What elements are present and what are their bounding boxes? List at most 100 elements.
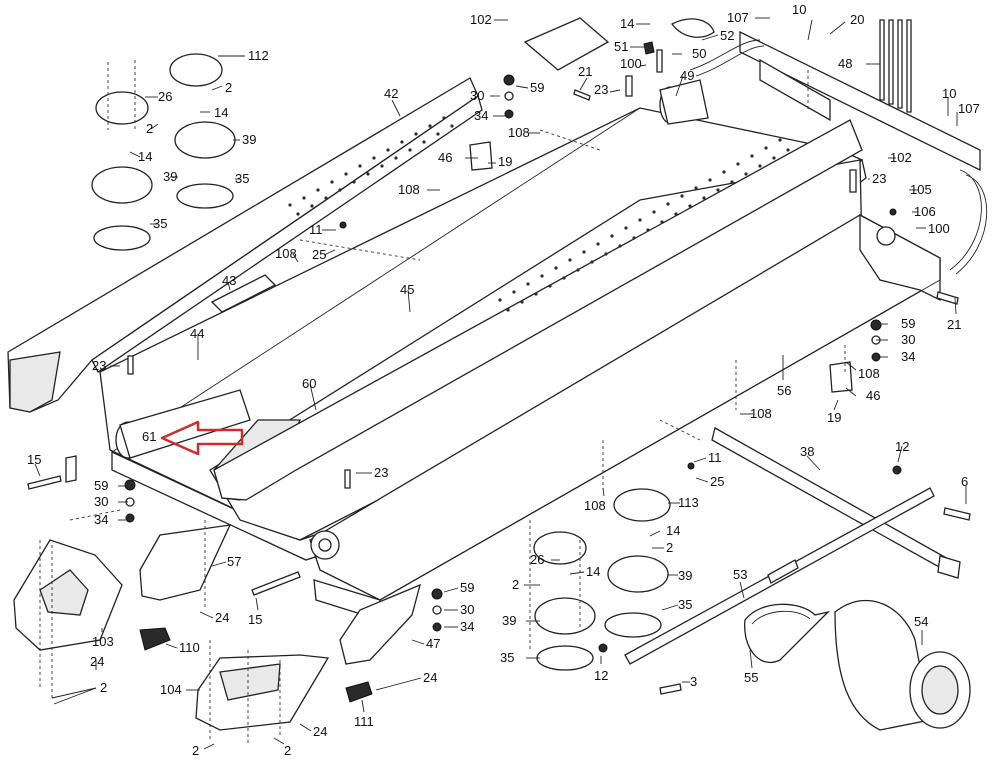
upright-base-bracket-48	[689, 19, 987, 275]
levelers	[91, 53, 671, 671]
part-label-23: 23	[92, 358, 106, 373]
part-label-19: 19	[498, 154, 512, 169]
part-label-55: 55	[744, 670, 758, 685]
part-label-14: 14	[138, 149, 152, 164]
motor-assembly	[624, 487, 971, 731]
part-label-30: 30	[470, 88, 484, 103]
part-label-35: 35	[235, 171, 249, 186]
rail-tread-holes-left	[288, 116, 454, 216]
part-label-2: 2	[146, 121, 153, 136]
part-label-54: 54	[914, 614, 928, 629]
part-label-47: 47	[426, 636, 440, 651]
part-label-108: 108	[508, 125, 530, 140]
part-label-106: 106	[914, 204, 936, 219]
part-label-53: 53	[733, 567, 747, 582]
right-side-rail	[213, 119, 863, 501]
rail-tread-holes-right	[498, 138, 790, 312]
part-label-61: 61	[142, 429, 156, 444]
part-label-2: 2	[100, 680, 107, 695]
leader-lines	[34, 17, 967, 750]
rollers	[115, 79, 709, 459]
part-label-30: 30	[94, 494, 108, 509]
part-label-2: 2	[225, 80, 232, 95]
part-label-35: 35	[500, 650, 514, 665]
foot-cover-47	[339, 583, 421, 665]
part-label-23: 23	[872, 171, 886, 186]
misc-fasteners	[27, 18, 971, 703]
rear-foot-103	[13, 539, 123, 651]
part-label-103: 103	[92, 634, 114, 649]
part-label-2: 2	[512, 577, 519, 592]
part-label-48: 48	[838, 56, 852, 71]
part-label-11: 11	[708, 450, 722, 465]
part-label-24: 24	[90, 654, 104, 669]
part-label-113: 113	[678, 495, 699, 510]
part-label-59: 59	[901, 316, 915, 331]
frame-56	[309, 213, 941, 621]
part-label-107: 107	[958, 101, 980, 116]
part-label-2: 2	[666, 540, 673, 555]
part-label-2: 2	[284, 743, 291, 758]
part-label-14: 14	[620, 16, 634, 31]
part-label-30: 30	[460, 602, 474, 617]
assembly-guides	[39, 60, 846, 745]
part-label-30: 30	[901, 332, 915, 347]
part-label-15: 15	[27, 452, 41, 467]
part-labels: 102 14 107 10 20 112 52 51 50 2 26 14 21…	[27, 2, 980, 758]
part-label-20: 20	[850, 12, 864, 27]
part-label-34: 34	[901, 349, 915, 364]
part-label-60: 60	[302, 376, 316, 391]
part-label-43: 43	[222, 273, 236, 288]
part-label-10: 10	[942, 86, 956, 101]
part-label-23: 23	[594, 82, 608, 97]
part-label-39: 39	[242, 132, 256, 147]
part-label-21: 21	[947, 317, 961, 332]
part-label-12: 12	[594, 668, 608, 683]
part-label-38: 38	[800, 444, 814, 459]
part-label-102: 102	[890, 150, 912, 165]
part-label-108: 108	[275, 246, 297, 261]
rear-foot-104	[195, 654, 330, 731]
part-label-39: 39	[502, 613, 516, 628]
part-label-49: 49	[680, 68, 694, 83]
part-label-24: 24	[215, 610, 229, 625]
part-label-42: 42	[384, 86, 398, 101]
part-label-46: 46	[438, 150, 452, 165]
part-label-57: 57	[227, 554, 241, 569]
part-label-10: 10	[792, 2, 806, 17]
part-label-24: 24	[423, 670, 437, 685]
part-label-21: 21	[578, 64, 592, 79]
part-label-35: 35	[678, 597, 692, 612]
part-label-39: 39	[678, 568, 692, 583]
part-label-39: 39	[163, 169, 177, 184]
left-side-rail-42	[7, 77, 483, 413]
part-label-110: 110	[179, 640, 200, 655]
part-label-105: 105	[910, 182, 932, 197]
part-label-46: 46	[866, 388, 880, 403]
part-label-104: 104	[160, 682, 182, 697]
part-label-24: 24	[313, 724, 327, 739]
part-label-26: 26	[530, 552, 544, 567]
part-label-108: 108	[750, 406, 772, 421]
part-label-52: 52	[720, 28, 734, 43]
top-plate-102	[523, 17, 610, 71]
part-label-35: 35	[153, 216, 167, 231]
part-label-12: 12	[895, 439, 909, 454]
part-label-2: 2	[192, 743, 199, 758]
part-label-25: 25	[312, 247, 326, 262]
part-label-44: 44	[190, 326, 204, 341]
part-label-15: 15	[248, 612, 262, 627]
foot-cover-57	[139, 524, 232, 601]
rear-base-bar-38	[711, 427, 961, 579]
part-label-100: 100	[620, 56, 642, 71]
part-label-59: 59	[530, 80, 544, 95]
part-label-59: 59	[94, 478, 108, 493]
part-label-107: 107	[727, 10, 749, 25]
part-label-56: 56	[777, 383, 791, 398]
part-label-34: 34	[94, 512, 108, 527]
part-label-23: 23	[374, 465, 388, 480]
highlight-arrow	[160, 420, 244, 456]
part-label-112: 112	[248, 48, 269, 63]
part-label-14: 14	[214, 105, 228, 120]
